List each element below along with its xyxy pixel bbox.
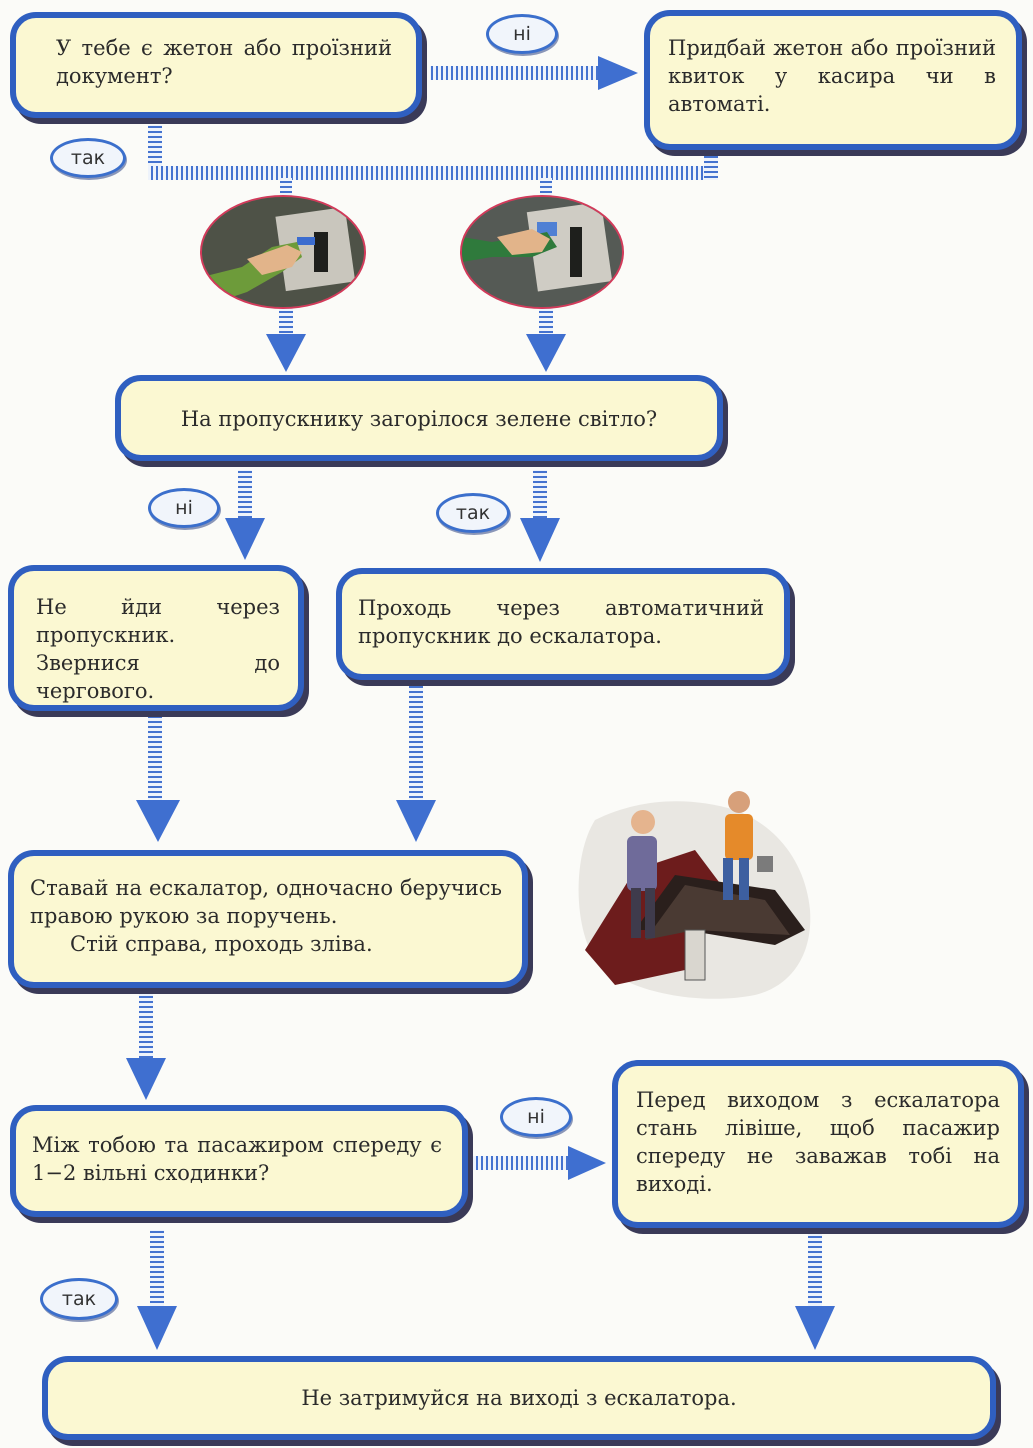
label-no-3-text: ні [527,1106,545,1128]
connector-steps-no [470,1146,606,1180]
connector-steps-yes [137,1230,177,1350]
box-pass-through-text: Проходь через автоматичний пропускник до… [358,596,764,648]
label-no-1: ні [486,14,558,54]
box-token-question: У тебе є жетон або проїзний документ? [10,12,422,118]
box-token-question-text: У тебе є жетон або проїзний документ? [56,36,392,88]
box-green-light-question-text: На пропускнику загорілося зелене світло? [180,407,658,431]
box-step-left-text: Перед виходом з ескалатора стань лівіше,… [636,1088,1000,1196]
box-do-not-go-text: Не йди через пропускник. Звернися до чер… [36,595,280,703]
hand-token-photo [200,195,366,309]
connector-light-no [225,470,265,560]
label-yes-2: так [436,493,510,533]
connector-light-yes [520,470,560,562]
box-do-not-go: Не йди через пропускник. Звернися до чер… [8,565,304,711]
label-yes-1-text: так [70,147,106,169]
box-escalator-rules-line1: Ставай на ескалатор, одночасно беручись … [30,876,502,928]
label-yes-1: так [50,138,126,178]
label-no-2: ні [148,488,220,528]
label-no-3: ні [500,1097,572,1137]
box-final-text: Не затримуйся на виході з ескалатора. [301,1386,737,1410]
connector-escalator-to-steps [126,990,166,1100]
label-no-1-text: ні [513,23,531,45]
connector-to-escalator [136,684,436,842]
label-yes-2-text: так [455,502,491,524]
escalator-illustration [575,780,815,1005]
box-steps-question-text: Між тобою та пасажиром спереду є 1−2 віл… [32,1133,442,1185]
connector-stepleft-to-final [795,1230,835,1350]
label-no-2-text: ні [175,497,193,519]
box-buy-token: Придбай жетон або проїзний квиток у каси… [644,10,1022,150]
box-step-left: Перед виходом з ескалатора стань лівіше,… [612,1060,1024,1228]
box-final: Не затримуйся на виході з ескалатора. [42,1356,996,1440]
label-yes-3: так [40,1278,118,1320]
box-escalator-rules-line2: Стій справа, проходь зліва. [70,932,373,956]
label-yes-3-text: так [61,1288,97,1310]
box-escalator-rules: Ставай на ескалатор, одночасно беручись … [8,850,528,988]
connector-photos-to-question [266,305,566,372]
box-steps-question: Між тобою та пасажиром спереду є 1−2 віл… [10,1105,468,1217]
box-green-light-question: На пропускнику загорілося зелене світло? [115,375,723,461]
hand-card-photo [460,195,624,309]
connector-token-no [430,56,638,90]
connector-token-yes [148,125,718,200]
box-buy-token-text: Придбай жетон або проїзний квиток у каси… [668,36,996,116]
box-pass-through: Проходь через автоматичний пропускник до… [336,568,790,680]
